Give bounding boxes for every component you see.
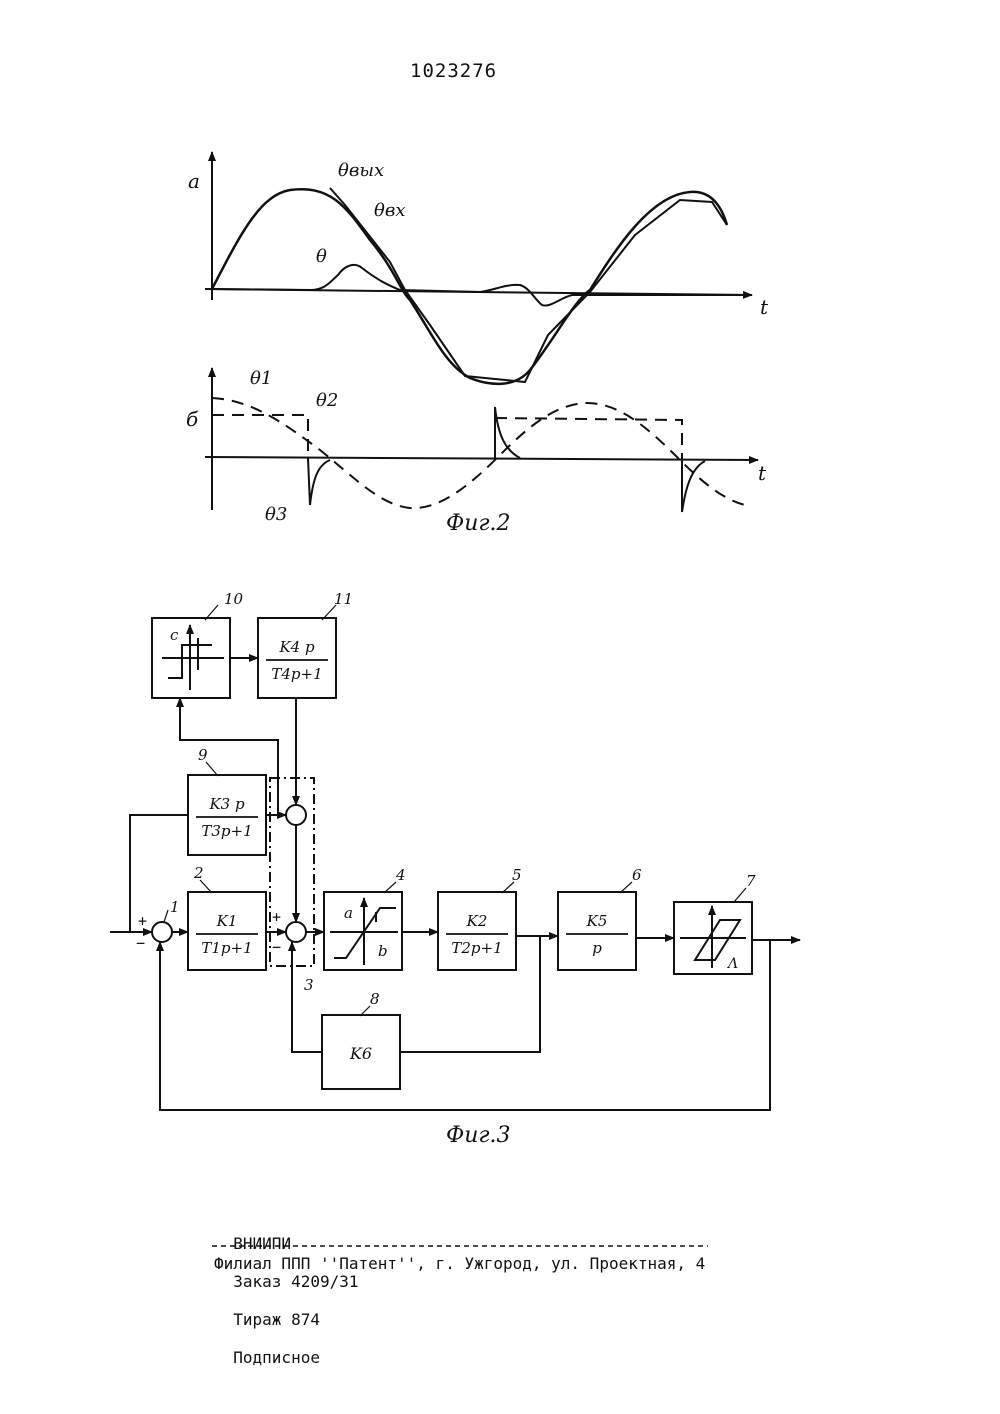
block-2 xyxy=(187,891,267,971)
patent-number: 1023276 xyxy=(410,60,498,82)
summer-3 xyxy=(285,921,307,943)
sign-minus-summer3: − xyxy=(272,938,281,956)
block-6-den: p xyxy=(592,939,602,957)
block-2-num: K1 xyxy=(216,912,238,930)
label-theta-error: θ xyxy=(316,246,327,267)
curve-theta-2 xyxy=(212,414,683,462)
fig3-blocks xyxy=(151,617,753,1090)
block-8-number: 8 xyxy=(370,990,380,1008)
panel-a-t-label: t xyxy=(760,295,769,319)
block-7-number: 7 xyxy=(746,872,756,890)
block-9-den: T3p+1 xyxy=(201,822,252,840)
footer-org: ВНИИПИ xyxy=(233,1234,292,1253)
block-6 xyxy=(557,891,637,971)
summer-3-number: 3 xyxy=(304,976,314,994)
sign-plus-input: + xyxy=(138,912,147,930)
summer-upper xyxy=(285,804,307,826)
footer-line-2: Филиал ППП ''Патент'', г. Ужгород, ул. П… xyxy=(214,1254,706,1273)
summer-1 xyxy=(151,921,173,943)
curve-theta-out xyxy=(329,187,728,384)
block-10-number: 10 xyxy=(224,590,244,608)
summer-1-number: 1 xyxy=(170,898,180,916)
footer-subscription: Подписное xyxy=(233,1348,320,1367)
footer-line-1: ВНИИПИ Заказ 4209/31 Тираж 874 Подписное xyxy=(214,1215,359,1367)
block-11-num: K4 p xyxy=(278,638,315,656)
fig3-caption: Фиг.3 xyxy=(446,1123,511,1148)
label-theta-3: θ3 xyxy=(265,504,287,525)
fig2-panel-a: а t θвых θвх θ xyxy=(188,151,769,386)
fraction-bars xyxy=(196,659,628,935)
block-9-num: K3 p xyxy=(208,795,245,813)
label-theta-out: θвых xyxy=(338,160,384,181)
block-5 xyxy=(437,891,517,971)
block-5-den: T2p+1 xyxy=(451,939,502,957)
block-4-b-label: b xyxy=(378,942,388,960)
fig3-diagram: K4 p T4p+1 K3 p T3p+1 K1 T1p+1 K2 T2p+1 … xyxy=(110,590,801,1111)
block-4-a-label: a xyxy=(344,904,353,922)
label-theta-in: θвх xyxy=(374,200,405,221)
block-9-number: 9 xyxy=(198,746,208,764)
block-6-number: 6 xyxy=(632,866,642,884)
block-9 xyxy=(187,774,267,856)
block-11 xyxy=(257,617,337,699)
label-theta-1: θ1 xyxy=(250,368,272,389)
footer-order: Заказ 4209/31 xyxy=(233,1272,359,1291)
block-11-number: 11 xyxy=(334,590,353,608)
curve-theta-in xyxy=(210,188,729,386)
fig2-panel-b: б t θ1 θ2 θ3 xyxy=(186,367,767,525)
curve-theta-1 xyxy=(211,397,746,510)
block-2-den: T1p+1 xyxy=(201,939,252,957)
panel-b-label: б xyxy=(186,407,199,431)
panel-a-label: а xyxy=(188,169,200,193)
panel-b-t-label: t xyxy=(758,461,767,485)
block-11-den: T4p+1 xyxy=(271,665,322,683)
leader-lines xyxy=(163,604,747,1017)
label-theta-2: θ2 xyxy=(316,390,338,411)
block-4-number: 4 xyxy=(395,866,406,884)
curve-theta-error xyxy=(211,263,752,307)
block-7-lambda: Λ xyxy=(726,956,738,972)
sign-minus-feedback: − xyxy=(136,934,145,952)
block-6-num: K5 xyxy=(586,912,608,930)
block-10-relay-symbol xyxy=(162,624,224,690)
block-5-num: K2 xyxy=(466,912,488,930)
curve-theta-3 xyxy=(307,406,706,513)
sign-plus-summer3: + xyxy=(272,908,281,926)
panel-b-t-axis xyxy=(204,455,759,464)
fig3-connections xyxy=(110,654,801,1111)
fig2-caption: Фиг.2 xyxy=(446,511,511,536)
block-8-gain: K6 xyxy=(349,1044,372,1063)
block-7-backlash-symbol xyxy=(680,905,746,968)
footer-print-run: Тираж 874 xyxy=(233,1310,320,1329)
block-5-number: 5 xyxy=(512,866,522,884)
block-10-c-label: c xyxy=(170,626,179,644)
block-4-saturation-symbol xyxy=(330,897,398,965)
block-2-number: 2 xyxy=(193,864,204,882)
